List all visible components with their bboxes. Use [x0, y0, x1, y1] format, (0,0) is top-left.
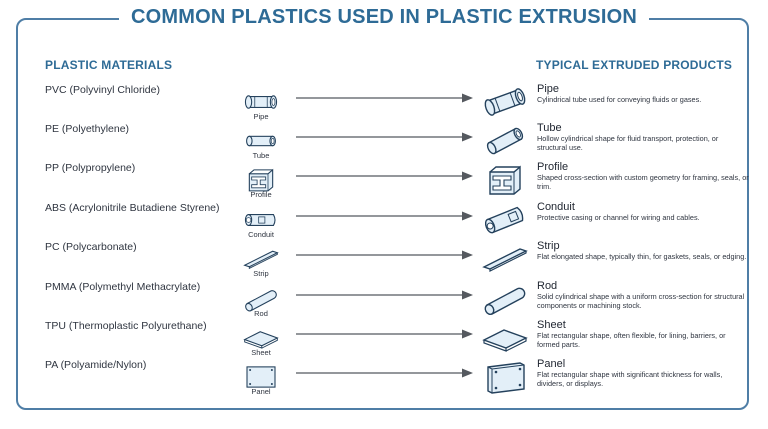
product-entry: Conduit Protective casing or channel for…: [537, 201, 749, 222]
material-label: ABS (Acrylonitrile Butadiene Styrene): [45, 202, 220, 214]
profile-icon: [480, 162, 530, 198]
product-name: Profile: [537, 161, 569, 173]
panel-icon: [236, 363, 286, 391]
product-entry: Profile Shaped cross-section with custom…: [537, 161, 749, 191]
pipe-icon-label: Pipe: [253, 112, 269, 121]
tube-icon: [236, 127, 286, 155]
strip-icon-label: Strip: [253, 269, 269, 278]
arrow-right-icon: [296, 93, 473, 103]
product-name: Rod: [537, 280, 558, 292]
profile-icon-label: Profile: [250, 190, 272, 199]
product-entry: Sheet Flat rectangular shape, often flex…: [537, 319, 749, 349]
product-name: Sheet: [537, 319, 566, 331]
product-description: Cylindrical tube used for conveying flui…: [537, 95, 702, 104]
title-bar: COMMON PLASTICS USED IN PLASTIC EXTRUSIO…: [0, 6, 768, 29]
product-name: Conduit: [537, 201, 575, 213]
product-description: Flat rectangular shape, often flexible, …: [537, 331, 726, 349]
product-entry: Pipe Cylindrical tube used for conveying…: [537, 83, 749, 104]
products-header: TYPICAL EXTRUDED PRODUCTS: [536, 58, 733, 72]
pipe-icon: [236, 88, 286, 116]
diagram-row: PVC (Polyvinyl Chloride) Pipe Pipe: [0, 83, 768, 124]
product-entry: Panel Flat rectangular shape with signif…: [537, 358, 749, 388]
product-description: Solid cylindrical shape with a uniform c…: [537, 292, 745, 310]
diagram-row: PA (Polyamide/Nylon) Panel Pane: [0, 358, 768, 399]
product-description: Protective casing or channel for wiring …: [537, 213, 700, 222]
diagram-row: PE (Polyethylene) Tube Tube Hollow cylin…: [0, 122, 768, 163]
arrow-right-icon: [296, 132, 473, 142]
product-entry: Tube Hollow cylindrical shape for fluid …: [537, 122, 749, 152]
diagram-row: TPU (Thermoplastic Polyurethane) Sheet S…: [0, 319, 768, 360]
diagram-row: PC (Polycarbonate) Strip Strip Flat elon…: [0, 240, 768, 281]
panel-icon-label: Panel: [251, 387, 271, 396]
sheet-icon-label: Sheet: [251, 348, 271, 357]
rod-icon: [480, 281, 530, 317]
panel-icon: [480, 359, 530, 395]
product-name: Strip: [537, 240, 560, 252]
material-label: PMMA (Polymethyl Methacrylate): [45, 281, 201, 293]
arrow-right-icon: [296, 211, 473, 221]
tube-icon-label: Tube: [252, 151, 270, 160]
arrow-right-icon: [296, 290, 473, 300]
sheet-icon: [480, 320, 530, 356]
conduit-icon: [236, 206, 286, 234]
rod-icon-label: Rod: [254, 309, 268, 318]
product-entry: Strip Flat elongated shape, typically th…: [537, 240, 749, 261]
diagram-row: ABS (Acrylonitrile Butadiene Styrene) Co…: [0, 201, 768, 242]
sheet-icon: [236, 324, 286, 352]
arrow-right-icon: [296, 368, 473, 378]
material-label: PVC (Polyvinyl Chloride): [45, 84, 160, 96]
arrow-right-icon: [296, 329, 473, 339]
product-name: Pipe: [537, 83, 560, 95]
product-description: Hollow cylindrical shape for fluid trans…: [537, 134, 719, 152]
arrow-right-icon: [296, 171, 473, 181]
conduit-icon-label: Conduit: [248, 230, 274, 239]
product-entry: Rod Solid cylindrical shape with a unifo…: [537, 280, 749, 310]
tube-icon: [480, 123, 530, 159]
diagram-row: PP (Polypropylene) Profile Profile Shape…: [0, 161, 768, 202]
material-label: TPU (Thermoplastic Polyurethane): [45, 320, 207, 332]
material-label: PP (Polypropylene): [45, 162, 136, 174]
material-label: PE (Polyethylene): [45, 123, 130, 135]
strip-icon: [236, 245, 286, 273]
material-label: PA (Polyamide/Nylon): [45, 359, 147, 371]
page-title: COMMON PLASTICS USED IN PLASTIC EXTRUSIO…: [118, 6, 649, 29]
profile-icon: [236, 166, 286, 194]
diagram-row: PMMA (Polymethyl Methacrylate) Rod Rod S…: [0, 280, 768, 321]
product-name: Tube: [537, 122, 562, 134]
rod-icon: [236, 285, 286, 313]
product-description: Flat elongated shape, typically thin, fo…: [537, 252, 747, 261]
product-name: Panel: [537, 358, 566, 370]
product-description: Shaped cross-section with custom geometr…: [537, 173, 749, 191]
product-description: Flat rectangular shape with significant …: [537, 370, 723, 388]
strip-icon: [480, 241, 530, 277]
materials-header: PLASTIC MATERIALS: [45, 58, 173, 72]
conduit-icon: [480, 202, 530, 238]
pipe-icon: [480, 84, 530, 120]
arrow-right-icon: [296, 250, 473, 260]
material-label: PC (Polycarbonate): [45, 241, 137, 253]
